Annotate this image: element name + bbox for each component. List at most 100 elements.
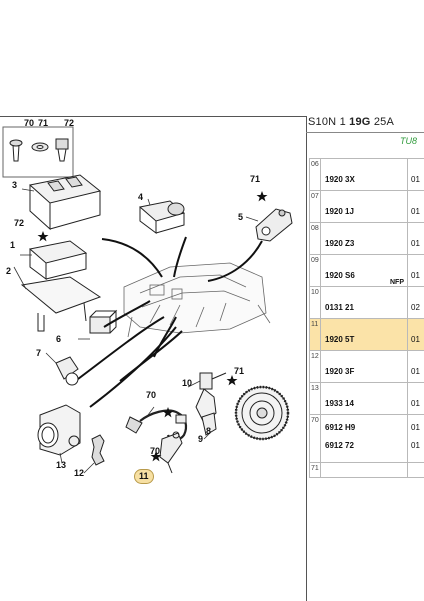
table-row[interactable]: 09 1920 S6 NFP 01 <box>310 255 424 287</box>
table-row[interactable]: 71 <box>310 463 424 478</box>
part-code: 1920 1J <box>325 207 354 216</box>
quantity: 01 <box>411 271 420 280</box>
header-prefix: S10N 1 <box>308 116 346 128</box>
row-ref-number: 09 <box>310 255 321 287</box>
table-row[interactable]: 13 1933 14 01 <box>310 383 424 415</box>
row-ref-number: 70 <box>310 415 321 463</box>
part-code-cell: 1920 3F <box>321 351 408 383</box>
ecu-connector-1 <box>30 241 86 279</box>
table-row[interactable]: 08 1920 Z3 01 <box>310 223 424 255</box>
part-code-cell: 1933 14 <box>321 383 408 415</box>
row-ref-number: 11 <box>310 319 321 351</box>
part-code-cell: 0131 21 <box>321 287 408 319</box>
part-code: 1920 3X <box>325 175 355 184</box>
part-code-cell: 1920 3X <box>321 159 408 191</box>
quantity: 01 <box>411 207 420 216</box>
bracket-2 <box>22 277 100 331</box>
callout-72b[interactable]: 72 <box>14 219 24 228</box>
callout-8[interactable]: 8 <box>206 427 211 436</box>
nut-72 <box>56 139 68 161</box>
part-code-cell: 1920 Z3 <box>321 223 408 255</box>
sensor-12 <box>92 435 104 465</box>
part-code: 1920 5T <box>325 335 354 344</box>
callout-70b[interactable]: 70 <box>146 391 156 400</box>
quantity-cell: 01 <box>408 319 424 351</box>
flywheel <box>236 387 288 439</box>
quantity: 01 <box>411 239 420 248</box>
callout-71b[interactable]: 71 <box>250 175 260 184</box>
header-bold: 19G <box>349 116 370 128</box>
table-row[interactable]: 70 6912 H9 6912 72 01 01 <box>310 415 424 463</box>
row-ref-number: 10 <box>310 287 321 319</box>
part-code: 1920 3F <box>325 367 354 376</box>
quantity: 02 <box>411 303 420 312</box>
part-code: 1933 14 <box>325 399 354 408</box>
callout-70c[interactable]: 70 <box>150 447 160 456</box>
table-row[interactable]: 07 1920 1J 01 <box>310 191 424 223</box>
engine-block <box>124 263 270 337</box>
quantity: 01 <box>411 367 420 376</box>
callout-4[interactable]: 4 <box>138 193 143 202</box>
knock-sensor-4 <box>140 201 184 233</box>
quantity-cell: 01 <box>408 159 424 191</box>
callout-71[interactable]: 71 <box>38 119 48 128</box>
callout-71c[interactable]: 71 <box>234 367 244 376</box>
housing-13 <box>38 405 80 455</box>
callout-13[interactable]: 13 <box>56 461 66 470</box>
quantity-cell: 01 01 <box>408 415 424 463</box>
callout-12[interactable]: 12 <box>74 469 84 478</box>
part-code: 6912 H9 <box>325 423 355 432</box>
sensor-5 <box>256 209 292 241</box>
callout-6[interactable]: 6 <box>56 335 61 344</box>
callout-10[interactable]: 10 <box>182 379 192 388</box>
row-ref-number: 12 <box>310 351 321 383</box>
nfp-label: NFP <box>390 279 404 286</box>
catalog-reference-header: S10N 1 19G 25A <box>308 116 424 132</box>
header-suffix: 25A <box>374 116 394 128</box>
part-code: 6912 72 <box>325 441 354 450</box>
part-code: 1920 S6 <box>325 271 355 280</box>
row-ref-number: 71 <box>310 463 321 478</box>
exploded-parts-diagram: 70 71 72 3 72 1 2 4 71 5 6 7 70 10 71 8 … <box>0 116 307 601</box>
header-divider <box>306 132 424 133</box>
part-code-cell: 1920 1J <box>321 191 408 223</box>
sensor-7 <box>56 357 78 385</box>
part-code: 1920 Z3 <box>325 239 354 248</box>
quantity-cell: 01 <box>408 383 424 415</box>
part-code-cell: 1920 S6 NFP <box>321 255 408 287</box>
ecu-3 <box>30 175 100 229</box>
camshaft-sensor-11 <box>160 432 182 473</box>
quantity-cell: 01 <box>408 351 424 383</box>
quantity: 01 <box>411 175 420 184</box>
part-code: 0131 21 <box>325 303 354 312</box>
callout-1[interactable]: 1 <box>10 241 15 250</box>
quantity: 01 <box>411 335 420 344</box>
table-row[interactable]: 11 1920 5T 01 <box>310 319 424 351</box>
quantity: 01 <box>411 441 420 450</box>
model-tag: TU8 <box>400 136 417 146</box>
callout-11-highlighted[interactable]: 11 <box>134 469 154 484</box>
quantity: 01 <box>411 423 420 432</box>
callout-3[interactable]: 3 <box>12 181 17 190</box>
quantity-cell: 01 <box>408 191 424 223</box>
callout-7[interactable]: 7 <box>36 349 41 358</box>
callout-5[interactable]: 5 <box>238 213 243 222</box>
callout-72[interactable]: 72 <box>64 119 74 128</box>
diagram-drawing <box>0 117 306 601</box>
table-row[interactable]: 12 1920 3F 01 <box>310 351 424 383</box>
quantity-cell: 01 <box>408 255 424 287</box>
table-row[interactable]: 10 0131 21 02 <box>310 287 424 319</box>
callout-2[interactable]: 2 <box>6 267 11 276</box>
callout-9[interactable]: 9 <box>198 435 203 444</box>
part-code-cell: 6912 H9 6912 72 <box>321 415 408 463</box>
quantity-cell: 02 <box>408 287 424 319</box>
row-ref-number: 07 <box>310 191 321 223</box>
part-code-cell <box>321 463 408 478</box>
row-ref-number: 08 <box>310 223 321 255</box>
callout-70[interactable]: 70 <box>24 119 34 128</box>
bolt-70 <box>10 140 22 161</box>
row-ref-number: 13 <box>310 383 321 415</box>
quantity-cell: 01 <box>408 223 424 255</box>
